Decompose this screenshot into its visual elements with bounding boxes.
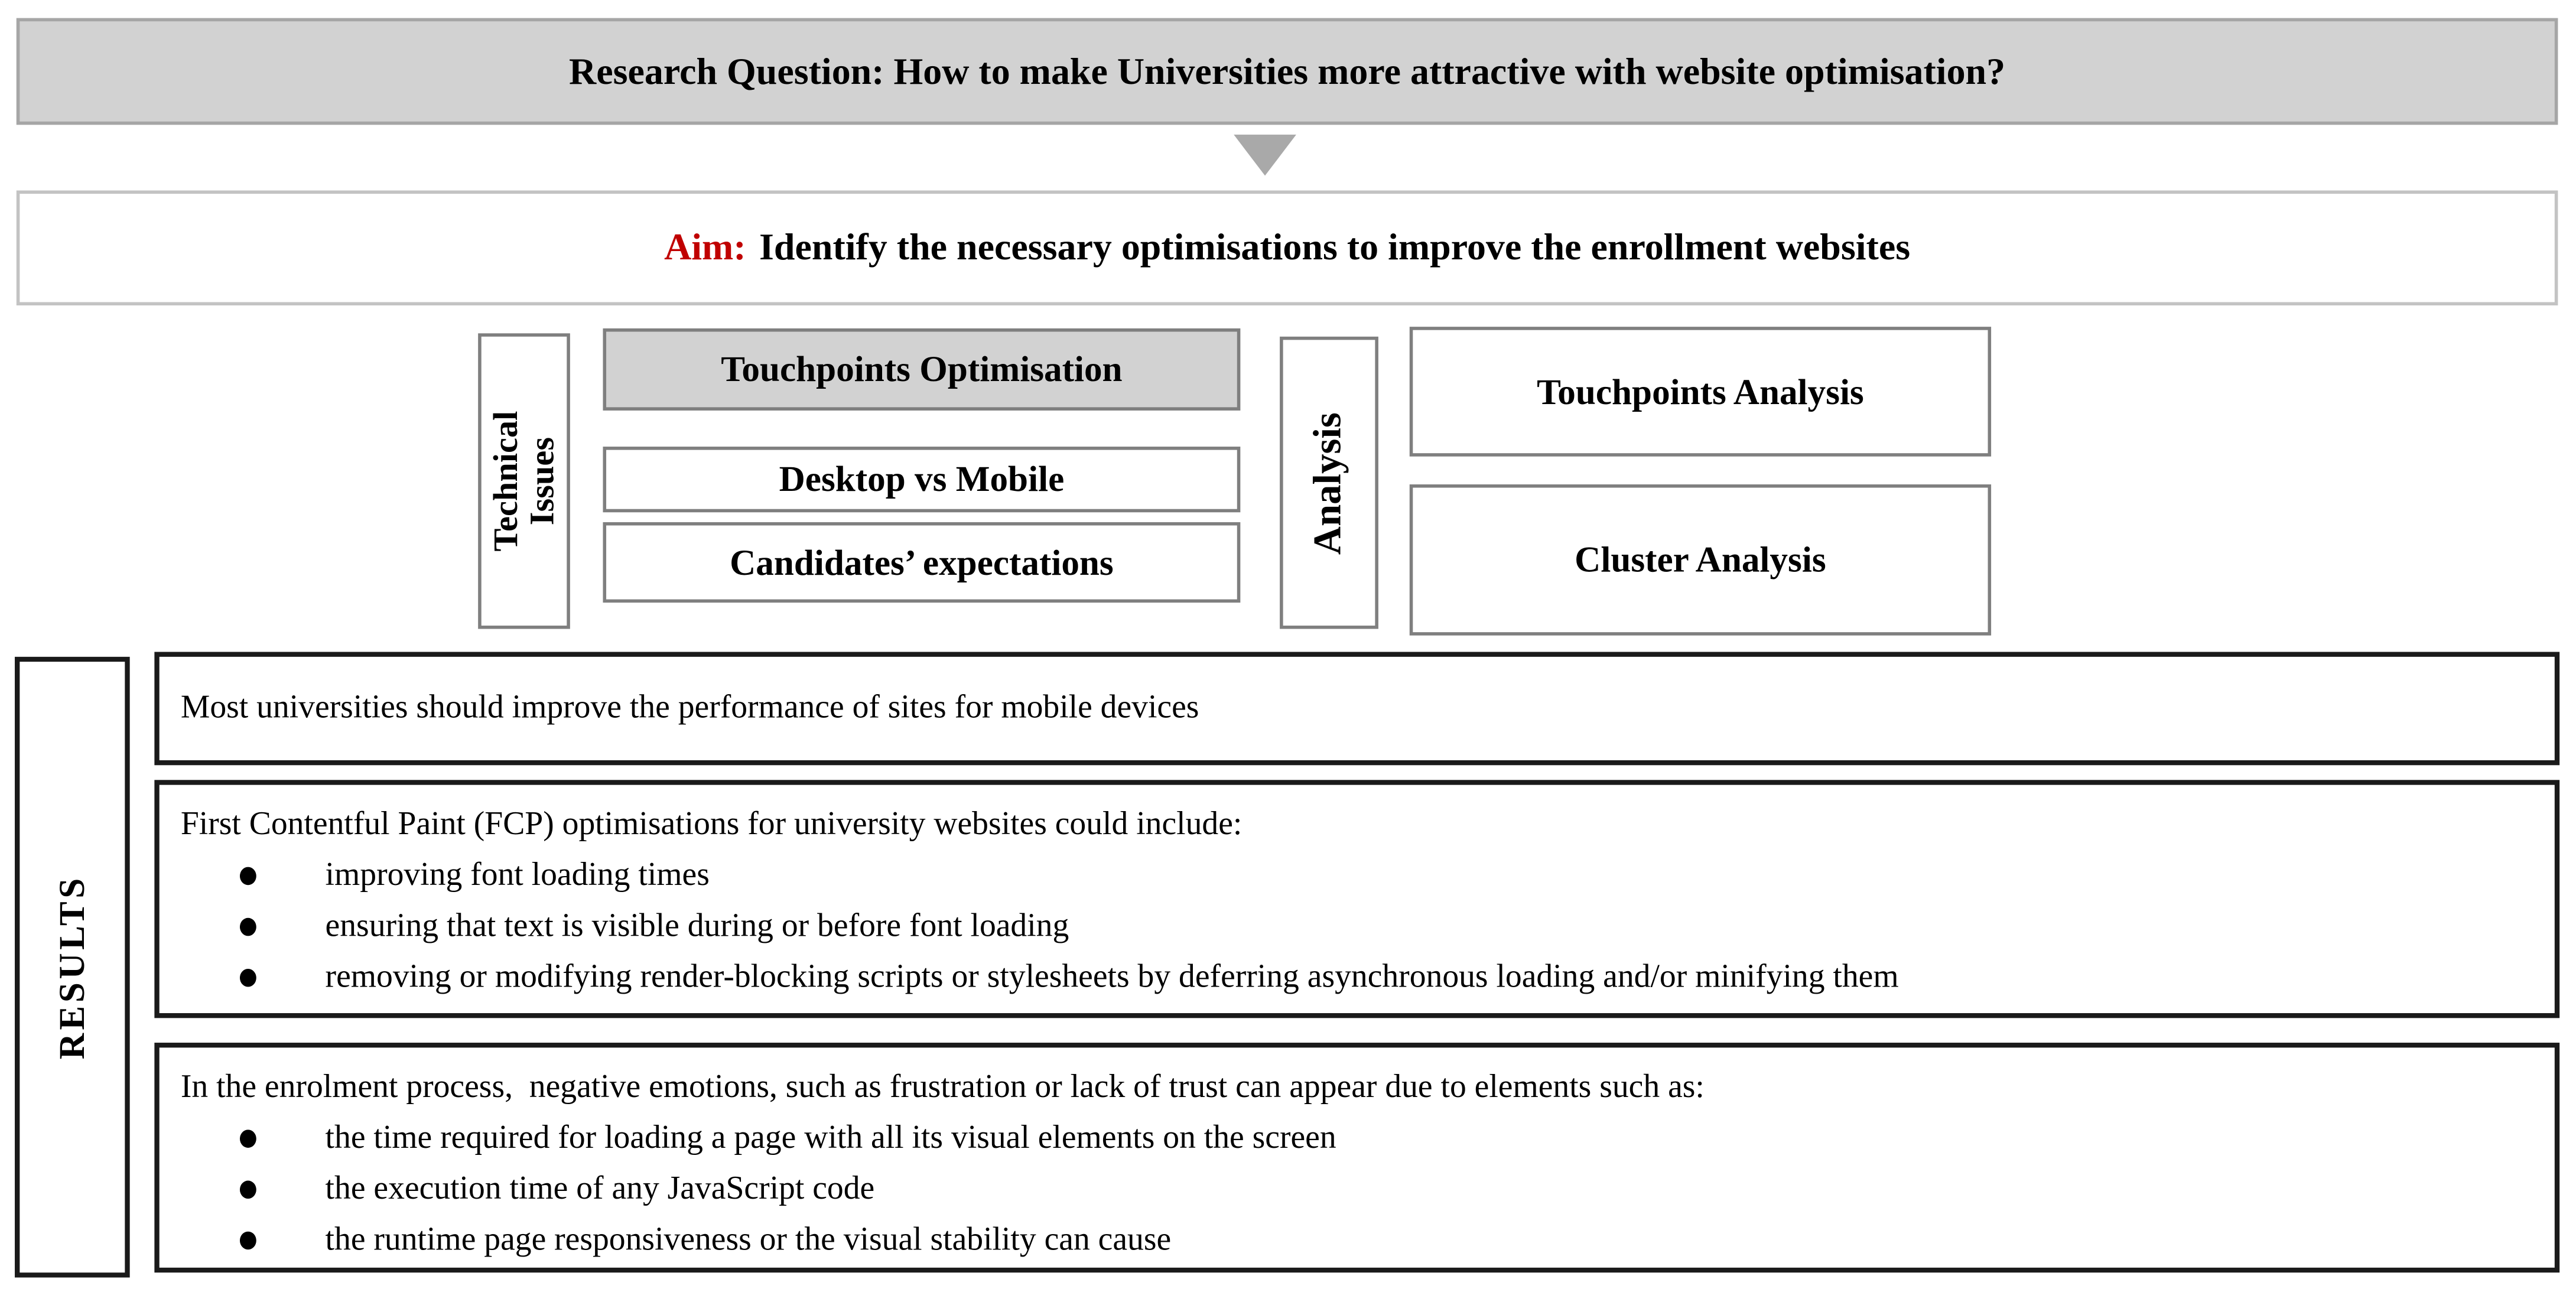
box-touchpoints-optimisation: Touchpoints Optimisation	[603, 328, 1241, 411]
research-question-text: Research Question: How to make Universit…	[569, 50, 2006, 92]
candidates-expectations-label: Candidates’ expectations	[730, 541, 1114, 582]
results-sidebar: RESULTS	[15, 656, 130, 1278]
box-desktop-vs-mobile: Desktop vs Mobile	[603, 447, 1241, 513]
bullet-item: the execution time of any JavaScript cod…	[181, 1164, 2538, 1215]
aim-label: Aim:	[664, 226, 746, 268]
cluster-analysis-label: Cluster Analysis	[1575, 538, 1826, 580]
technical-issues-label: Technical Issues	[486, 411, 562, 552]
bullet-item: improving font loading times	[181, 851, 2538, 901]
touchpoints-optimisation-label: Touchpoints Optimisation	[721, 348, 1123, 389]
box-candidates-expectations: Candidates’ expectations	[603, 522, 1241, 603]
bullet-text: improving font loading times	[325, 857, 710, 894]
research-question-banner: Research Question: How to make Universit…	[16, 18, 2558, 125]
result-box-mobile-performance: Most universities should improve the per…	[154, 652, 2560, 766]
bullet-dot-icon	[239, 917, 256, 936]
bullet-text: ensuring that text is visible during or …	[325, 908, 1069, 945]
bullet-item: ensuring that text is visible during or …	[181, 901, 2538, 952]
bullet-item: the time required for loading a page wit…	[181, 1114, 2538, 1164]
technical-issues-sidebar: Technical Issues	[478, 333, 570, 629]
bullet-dot-icon	[239, 867, 256, 886]
bullet-dot-icon	[239, 968, 256, 987]
technical-issues-label-line2: Issues	[522, 437, 562, 526]
result-box-negative-emotions: In the enrolment process, negative emoti…	[154, 1043, 2560, 1273]
result-text: Most universities should improve the per…	[180, 689, 1199, 726]
bullet-dot-icon	[239, 1129, 256, 1148]
technical-issues-label-line1: Technical	[486, 411, 526, 552]
touchpoints-analysis-label: Touchpoints Analysis	[1537, 370, 1864, 412]
bullet-list: improving font loading times ensuring th…	[181, 851, 2538, 1004]
box-touchpoints-analysis: Touchpoints Analysis	[1409, 327, 1992, 457]
result-box-fcp-optimisations: First Contentful Paint (FCP) optimisatio…	[154, 780, 2560, 1018]
bullet-text: the execution time of any JavaScript cod…	[325, 1170, 875, 1207]
down-triangle-icon	[1234, 134, 1296, 176]
bullet-text: removing or modifying render-blocking sc…	[325, 959, 1899, 995]
bullet-text: the runtime page responsiveness or the v…	[325, 1222, 1172, 1258]
box-cluster-analysis: Cluster Analysis	[1409, 484, 1992, 636]
bullet-dot-icon	[239, 1231, 256, 1250]
aim-box: Aim: Identify the necessary optimisation…	[16, 190, 2558, 306]
bullet-list: the time required for loading a page wit…	[181, 1114, 2538, 1267]
result-intro: In the enrolment process, negative emoti…	[180, 1069, 1705, 1105]
bullet-text: the time required for loading a page wit…	[325, 1119, 1336, 1156]
results-label: RESULTS	[51, 875, 92, 1060]
bullet-dot-icon	[239, 1180, 256, 1199]
desktop-vs-mobile-label: Desktop vs Mobile	[779, 458, 1065, 499]
aim-text: Identify the necessary optimisations to …	[759, 226, 1911, 268]
analysis-sidebar: Analysis	[1280, 336, 1378, 629]
result-intro: First Contentful Paint (FCP) optimisatio…	[180, 806, 1243, 842]
bullet-item: the runtime page responsiveness or the v…	[181, 1215, 2538, 1266]
bullet-item: removing or modifying render-blocking sc…	[181, 952, 2538, 1003]
analysis-label: Analysis	[1306, 411, 1350, 554]
